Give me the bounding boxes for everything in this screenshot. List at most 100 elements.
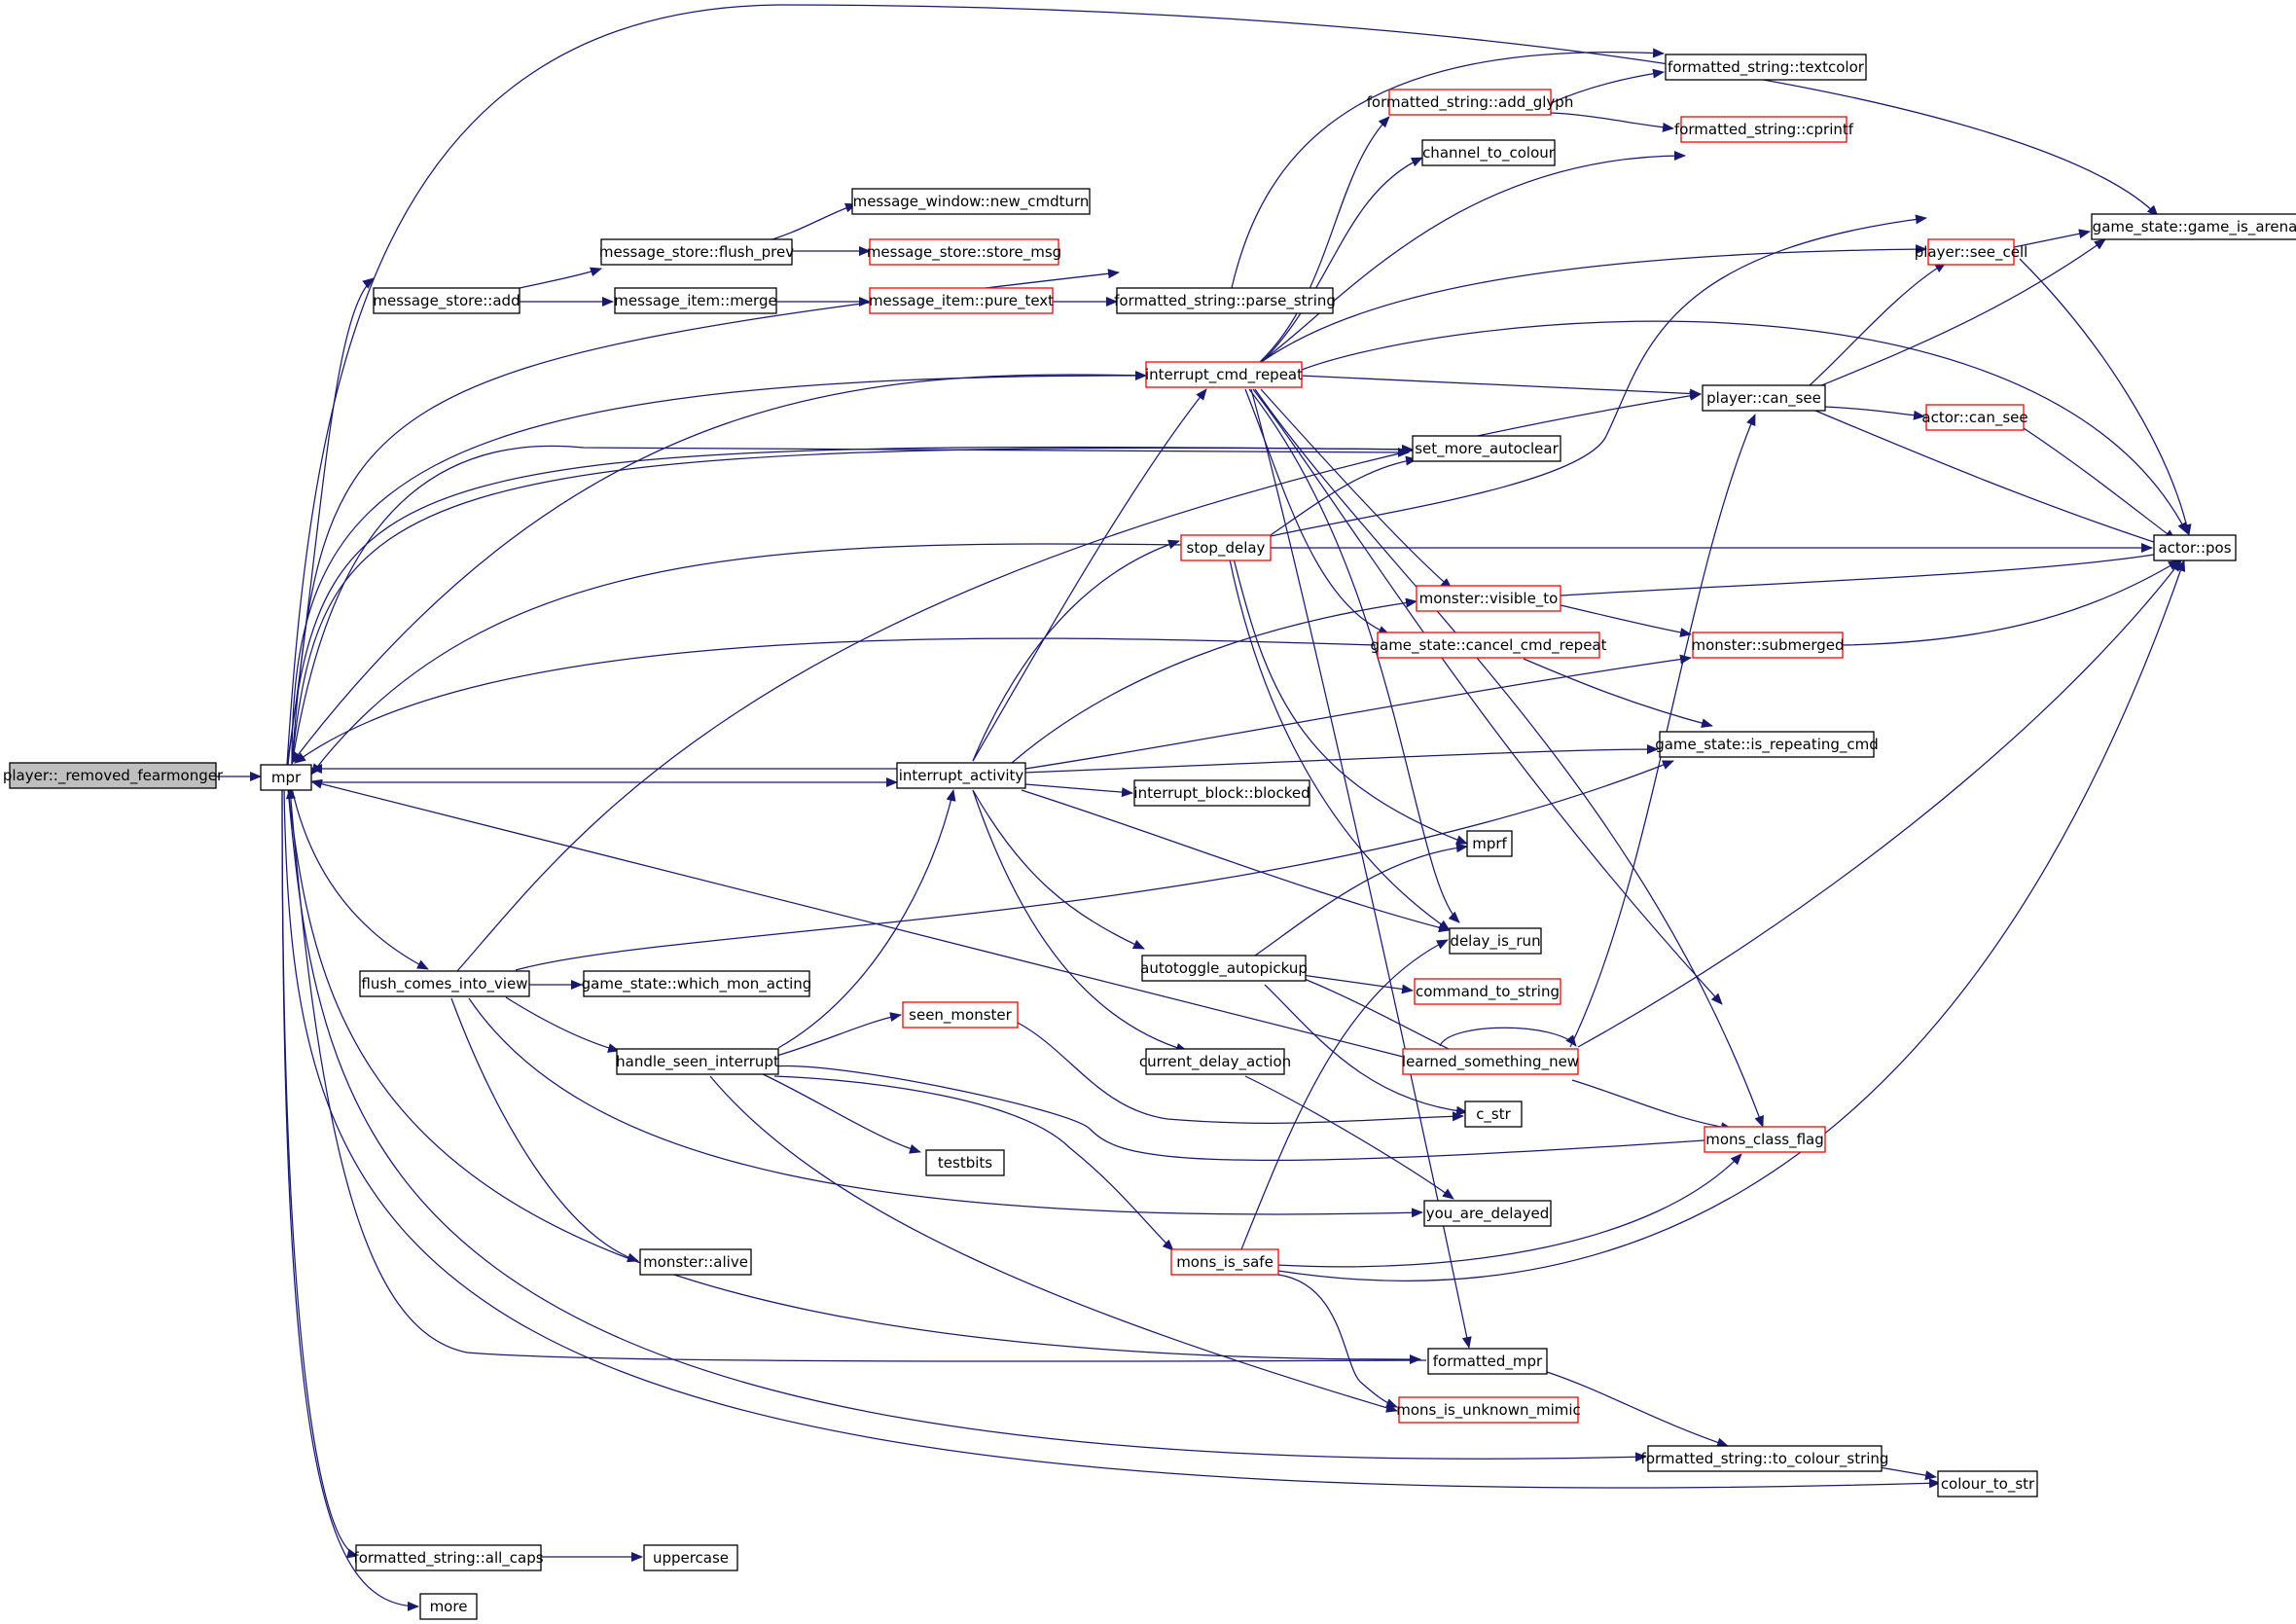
edge — [294, 637, 1377, 764]
node-message-store-add[interactable]: message_store::add — [373, 287, 520, 314]
node-layer: player::_removed_fearmonger mpr message_st… — [3, 54, 2296, 1620]
edge — [1244, 388, 1390, 635]
node-box — [1692, 632, 1844, 659]
node-learned-something-new[interactable]: learned_something_new — [1402, 1048, 1579, 1075]
edge — [286, 4, 2159, 766]
edge — [1231, 48, 1665, 289]
node-formatted-string-textcolor[interactable]: formatted_string::textcolor — [1665, 54, 1867, 81]
node-colour-to-str[interactable]: colour_to_str — [1937, 1470, 2038, 1498]
node-autotoggle-autopickup[interactable]: autotoggle_autopickup — [1140, 955, 1308, 982]
node-game-state-is-repeating-cmd[interactable]: game_state::is_repeating_cmd — [1655, 731, 1879, 758]
node-box — [851, 188, 1091, 215]
node-label: colour_to_str — [1941, 1475, 2035, 1494]
node-actor-can-see[interactable]: actor::can_see — [1921, 404, 2028, 431]
node-box — [643, 1544, 738, 1571]
node-handle-seen-interrupt[interactable]: handle_seen_interrupt — [616, 1048, 779, 1075]
node-box — [869, 238, 1059, 266]
node-label: message_store::store_msg — [867, 243, 1061, 262]
node-label: learned_something_new — [1402, 1053, 1579, 1071]
edge — [1229, 559, 1451, 931]
node-interrupt-block-blocked[interactable]: interrupt_block::blocked — [1133, 779, 1310, 807]
edge — [1254, 843, 1468, 956]
node-label: uppercase — [653, 1549, 729, 1567]
edge — [1569, 414, 1756, 1048]
edge — [2023, 427, 2176, 541]
node-formatted-string-cprintf[interactable]: formatted_string::cprintf — [1674, 116, 1854, 143]
node-monster-visible-to[interactable]: monster::visible_to — [1416, 585, 1561, 612]
node-seen-monster[interactable]: seen_monster — [902, 1001, 1019, 1029]
node-box — [1704, 1126, 1826, 1153]
edge — [310, 778, 1404, 1058]
edge — [468, 997, 1423, 1218]
node-command-to-string[interactable]: command_to_string — [1414, 978, 1561, 1005]
node-interrupt-cmd-repeat[interactable]: interrupt_cmd_repeat — [1145, 361, 1303, 388]
node-formatted-string-parse-string[interactable]: formatted_string::parse_string — [1114, 287, 1336, 314]
node-interrupt-activity[interactable]: interrupt_activity — [896, 762, 1026, 789]
node-c-str[interactable]: c_str — [1464, 1101, 1523, 1128]
node-box — [9, 762, 217, 789]
edge — [1523, 658, 1713, 729]
node-box — [1180, 534, 1272, 561]
node-monster-alive[interactable]: monster::alive — [639, 1248, 752, 1276]
node-monster-submerged[interactable]: monster::submerged — [1691, 632, 1845, 659]
node-game-state-game-is-arena[interactable]: game_state::game_is_arena — [2091, 213, 2296, 240]
node-mons-is-safe[interactable]: mons_is_safe — [1170, 1248, 1279, 1276]
node-message-store-store-msg[interactable]: message_store::store_msg — [867, 238, 1061, 266]
node-game-state-which-mon-acting[interactable]: game_state::which_mon_acting — [582, 970, 812, 997]
edge — [773, 1065, 1733, 1162]
node-set-more-autoclear[interactable]: set_more_autoclear — [1412, 435, 1561, 462]
node-box — [419, 1593, 478, 1620]
edge — [972, 789, 1145, 950]
node-label: testbits — [938, 1154, 992, 1172]
edge — [1262, 244, 1927, 362]
node-box — [1398, 1396, 1579, 1424]
node-game-state-cancel-cmd-repeat[interactable]: game_state::cancel_cmd_repeat — [1370, 632, 1607, 659]
edge — [772, 1012, 902, 1058]
edge — [972, 539, 1180, 762]
edge — [1439, 1027, 1577, 1047]
node-actor-pos[interactable]: actor::pos — [2153, 534, 2237, 561]
node-formatted-string-add-glyph[interactable]: formatted_string::add_glyph — [1367, 89, 1574, 116]
edge — [1550, 112, 1674, 132]
node-label: message_item::merge — [614, 292, 776, 310]
edge — [1266, 214, 1927, 538]
node-current-delay-action[interactable]: current_delay_action — [1139, 1048, 1291, 1075]
edge — [450, 997, 639, 1263]
edge — [291, 370, 1147, 765]
node-testbits[interactable]: testbits — [925, 1149, 1005, 1176]
node-you-are-delayed[interactable]: you_are_delayed — [1423, 1200, 1552, 1227]
node-channel-to-colour[interactable]: channel_to_colour — [1421, 139, 1556, 166]
node-stop-delay[interactable]: stop_delay — [1180, 534, 1272, 561]
node-mprf[interactable]: mprf — [1466, 830, 1513, 857]
edge — [1248, 388, 1460, 923]
edge — [291, 374, 1147, 764]
node-player-see-cell[interactable]: player::see_cell — [1915, 238, 2028, 266]
node-uppercase[interactable]: uppercase — [643, 1544, 738, 1571]
node-formatted-string-to-colour-string[interactable]: formatted_string::to_colour_string — [1641, 1445, 1889, 1472]
node-mons-class-flag[interactable]: mons_class_flag — [1704, 1126, 1826, 1153]
node-player-can-see[interactable]: player::can_see — [1702, 384, 1826, 412]
node-message-window-new-cmdturn[interactable]: message_window::new_cmdturn — [851, 188, 1091, 215]
node-box — [1423, 1200, 1552, 1227]
edge — [1024, 783, 1133, 798]
node-more[interactable]: more — [419, 1593, 478, 1620]
node-delay-is-run[interactable]: delay_is_run — [1449, 927, 1542, 955]
edge — [972, 789, 1188, 1053]
node-box — [1464, 1101, 1523, 1128]
edge — [1299, 375, 1702, 399]
node-root[interactable]: player::_removed_fearmonger — [3, 762, 224, 789]
node-box — [2091, 213, 2296, 240]
node-message-item-pure-text[interactable]: message_item::pure_text — [869, 287, 1054, 314]
node-formatted-string-all-caps[interactable]: formatted_string::all_caps — [353, 1544, 544, 1571]
node-formatted-mpr[interactable]: formatted_mpr — [1427, 1348, 1548, 1375]
node-flush-comes-into-view[interactable]: flush_comes_into_view — [359, 970, 530, 997]
node-mons-is-unknown-mimic[interactable]: mons_is_unknown_mimic — [1396, 1396, 1581, 1424]
node-box — [1927, 238, 2015, 266]
edge — [758, 1071, 921, 1154]
node-box — [1937, 1470, 2038, 1498]
node-message-store-flush-prev[interactable]: message_store::flush_prev — [599, 238, 794, 266]
edge — [1301, 974, 1414, 994]
node-message-item-merge[interactable]: message_item::merge — [614, 287, 777, 314]
node-box — [1388, 89, 1552, 116]
node-mpr[interactable]: mpr — [260, 764, 312, 791]
